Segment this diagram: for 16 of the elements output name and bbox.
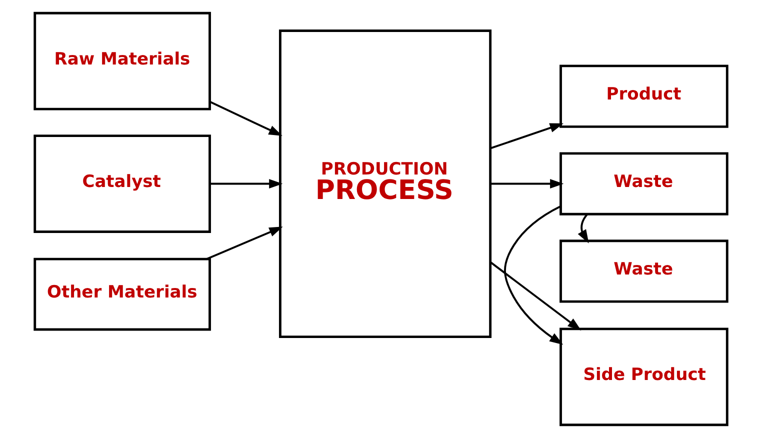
node-box: Catalyst [34,134,211,233]
arrow [210,179,283,189]
arrow [490,179,564,189]
arrow [210,100,282,136]
arrow [490,261,582,331]
arrow [504,206,564,345]
arrow [578,214,589,244]
node-box: PRODUCTION PROCESS [278,30,492,338]
node-box: Side Product [560,328,728,426]
node-box: Raw Materials [34,12,211,110]
node-box: Other Materials [34,258,211,331]
arrow [490,123,564,150]
arrow [206,226,283,260]
node-box: Product [560,64,728,128]
node-box: Waste [560,240,728,303]
node-box: Waste [560,152,728,216]
